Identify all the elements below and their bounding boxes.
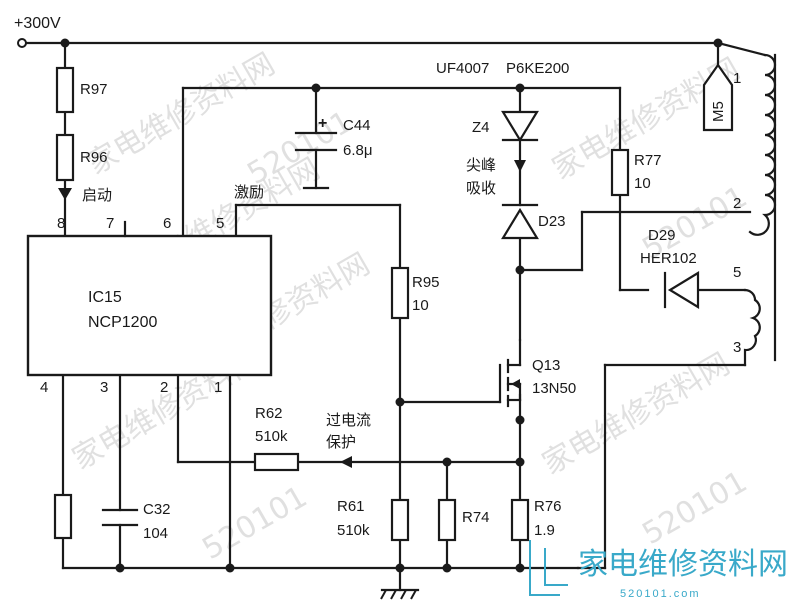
resistor-r77: R77 10: [610, 148, 662, 197]
ic-pin-1: 1: [214, 379, 222, 396]
resistor-r97: R97: [55, 66, 108, 114]
ic-pin-8: 8: [57, 215, 65, 232]
logo-url: 520101.com: [620, 588, 701, 600]
resistor-r61: R61 510k: [337, 498, 410, 542]
c32-label: C32: [143, 501, 171, 518]
uf4007-label: UF4007: [436, 60, 489, 77]
ic-pin-6: 6: [163, 215, 171, 232]
r95-value: 10: [412, 297, 429, 314]
spike-label-1: 尖峰: [466, 156, 496, 174]
resistor-r74: R74: [437, 498, 490, 542]
capacitor-c32: C32 104: [101, 501, 171, 542]
ic-pin-7: 7: [106, 215, 114, 232]
resistor-r95: R95 10: [390, 266, 440, 320]
c44-value: 6.8μ: [343, 142, 373, 159]
r76-value: 1.9: [534, 522, 555, 539]
p6ke200-label: P6KE200: [506, 60, 569, 77]
wires: [22, 41, 767, 592]
site-logo: 家电维修资料网 520101.com: [529, 540, 788, 600]
diode-z4: Z4: [472, 110, 539, 143]
overcurrent-label-2: 保护: [326, 433, 356, 451]
startup-arrow: 启动: [58, 186, 112, 204]
transformer-pin-1: 1: [733, 70, 741, 87]
m5-connector: M5: [702, 63, 734, 132]
watermark-number: 520101: [197, 479, 314, 567]
ncp1200-label: NCP1200: [88, 314, 157, 331]
supply-terminal: +300V: [14, 15, 61, 48]
q13-label: Q13: [532, 357, 560, 374]
d23-label: D23: [538, 213, 566, 230]
c32-value: 104: [143, 525, 168, 542]
r97-label: R97: [80, 81, 108, 98]
watermark-text: 家电维修资料网: [537, 347, 736, 482]
ic-pin-3: 3: [100, 379, 108, 396]
ic-pin-2: 2: [160, 379, 168, 396]
overcurrent-arrow: 过电流 保护: [326, 411, 371, 468]
r76-label: R76: [534, 498, 562, 515]
transformer-pin-5: 5: [733, 264, 741, 281]
capacitor-c44: + C44 6.8μ: [294, 115, 373, 190]
d29-label: D29: [648, 227, 676, 244]
ic-pin-4: 4: [40, 379, 48, 396]
diode-d29: D29 HER102: [640, 227, 700, 309]
supply-label: +300V: [14, 15, 61, 32]
watermark-number: 520101: [637, 464, 754, 552]
r96-label: R96: [80, 149, 108, 166]
ic15-chip: 8 7 6 5 4 3 2 1 IC15 NCP1200: [26, 215, 273, 396]
r61-label: R61: [337, 498, 365, 515]
junctions: [60, 38, 723, 573]
svg-text:+: +: [318, 115, 327, 132]
r74-label: R74: [462, 509, 490, 526]
logo-text: 家电维修资料网: [578, 547, 788, 582]
r62-value: 510k: [255, 428, 288, 445]
resistor-r62: R62 510k: [253, 405, 300, 472]
ic15-label: IC15: [88, 289, 122, 306]
overcurrent-label-1: 过电流: [326, 411, 371, 429]
her102-label: HER102: [640, 250, 697, 267]
transformer-pin-2: 2: [733, 195, 741, 212]
r95-label: R95: [412, 274, 440, 291]
ground-symbol: [380, 588, 420, 600]
r62-label: R62: [255, 405, 283, 422]
spike-arrow: 尖峰 吸收: [466, 156, 526, 197]
q13-type: 13N50: [532, 380, 576, 397]
mosfet-q13: Q13 13N50: [498, 338, 576, 408]
startup-label: 启动: [82, 186, 112, 204]
transformer-pin-3: 3: [733, 339, 741, 356]
spike-label-2: 吸收: [466, 179, 496, 197]
c44-label: C44: [343, 117, 371, 134]
z4-label: Z4: [472, 119, 490, 136]
r61-value: 510k: [337, 522, 370, 539]
transformer-primary: 1 2: [733, 53, 777, 236]
transformer-aux-winding: 5 3: [733, 264, 761, 367]
excitation-label: 激励: [234, 183, 264, 201]
r77-value: 10: [634, 175, 651, 192]
resistor-r96: R96: [55, 133, 108, 182]
r77-label: R77: [634, 152, 662, 169]
m5-label: M5: [710, 101, 727, 122]
diode-d23: D23: [501, 203, 566, 240]
resistor-r76: R76 1.9: [510, 498, 562, 542]
ic-pin-5: 5: [216, 215, 224, 232]
resistor-pin4: [53, 493, 73, 540]
